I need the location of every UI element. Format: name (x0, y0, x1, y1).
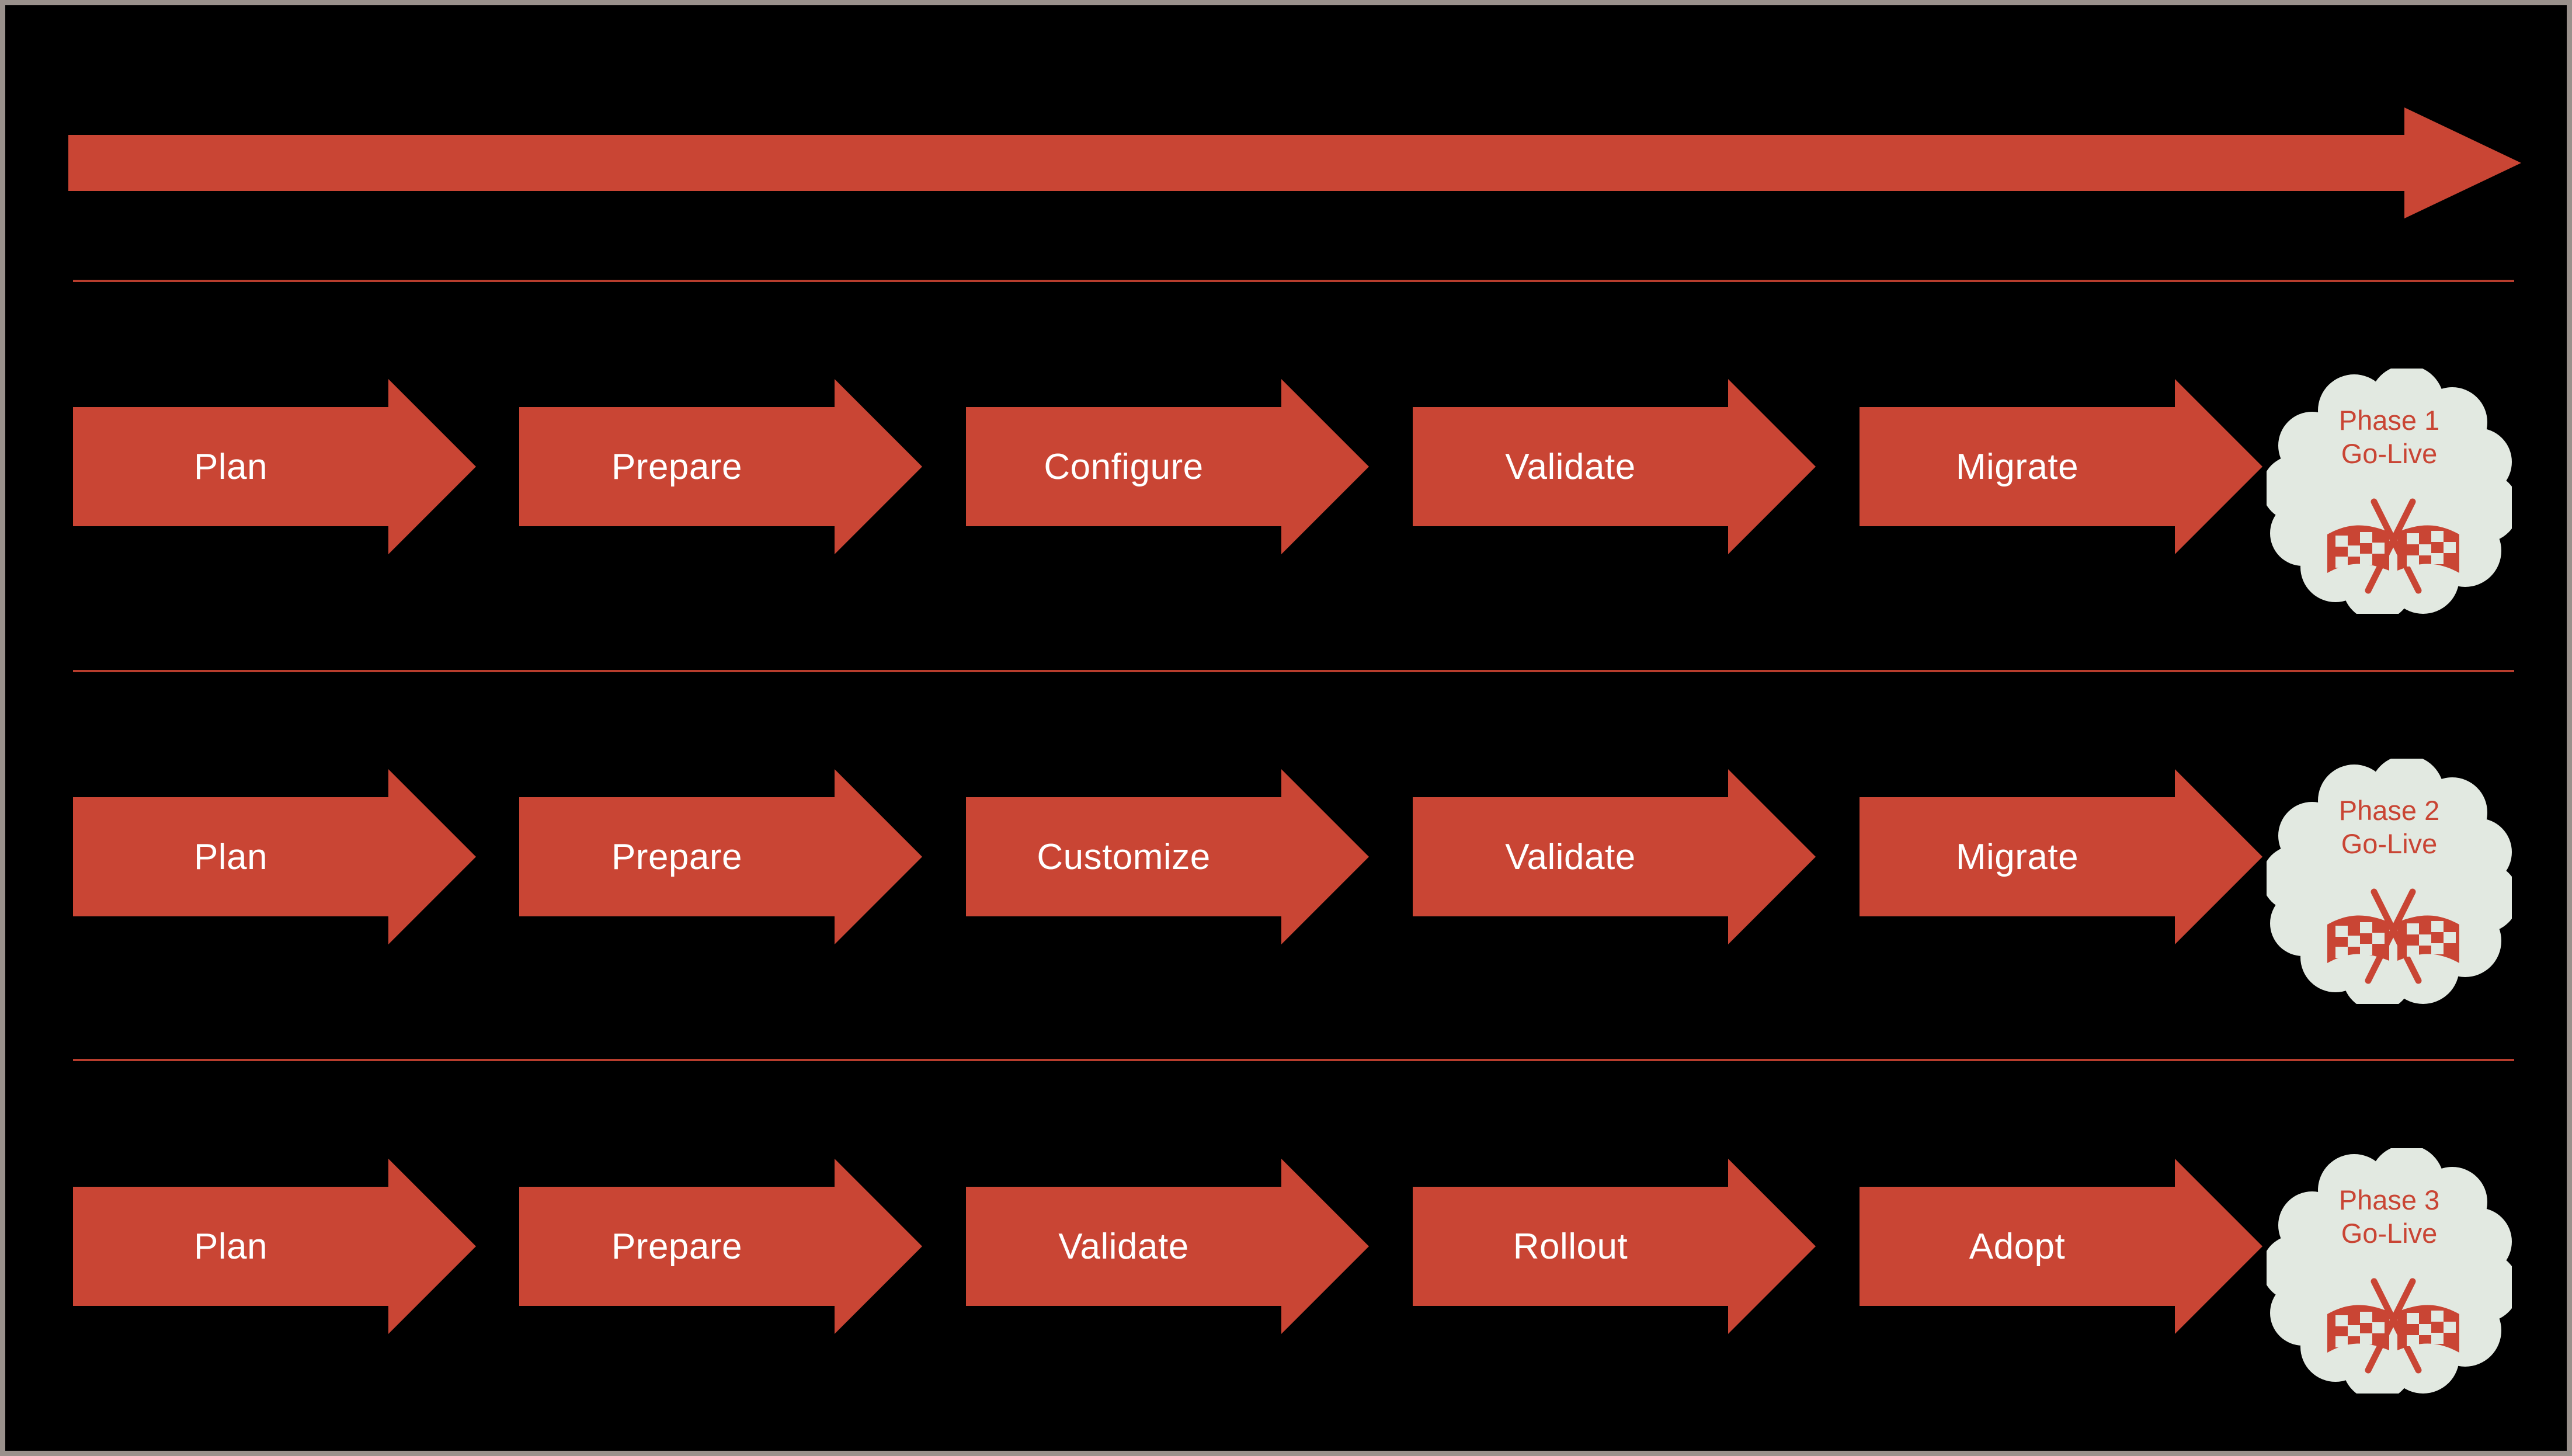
phase-row-phase-3: Plan Prepare Validate Rollout Adopt (5, 1148, 2567, 1394)
milestone-line-1: Phase 1 (2338, 405, 2440, 436)
checkered-flags-icon (2320, 496, 2466, 595)
phase-row-phase-1: Plan Prepare Configure Validate Migrate (5, 369, 2567, 614)
milestone-line-2: Go-Live (2341, 438, 2438, 470)
milestone-text: Phase 3 Go-Live (2267, 1183, 2512, 1250)
milestone-line-2: Go-Live (2341, 828, 2438, 860)
separator-line-3 (73, 1059, 2514, 1061)
step-arrow-1-5[interactable]: Migrate (1860, 379, 2262, 554)
phase-row-phase-2: Plan Prepare Customize Validate Migrate (5, 759, 2567, 1004)
step-arrow-2-5[interactable]: Migrate (1860, 769, 2262, 944)
overall-timeline-arrow (68, 107, 2521, 218)
step-arrow-1-3[interactable]: Configure (966, 379, 1369, 554)
milestone-text: Phase 2 Go-Live (2267, 794, 2512, 861)
milestone-badge-phase-3[interactable]: Phase 3 Go-Live (2267, 1148, 2512, 1394)
checkered-flags-icon (2320, 1276, 2466, 1375)
step-arrow-3-5[interactable]: Adopt (1860, 1159, 2262, 1334)
step-arrow-1-1[interactable]: Plan (73, 379, 476, 554)
milestone-line-1: Phase 3 (2338, 1184, 2440, 1215)
milestone-badge-phase-2[interactable]: Phase 2 Go-Live (2267, 759, 2512, 1004)
step-arrow-2-2[interactable]: Prepare (519, 769, 922, 944)
separator-line-1 (73, 280, 2514, 282)
step-arrow-1-4[interactable]: Validate (1413, 379, 1816, 554)
milestone-line-2: Go-Live (2341, 1218, 2438, 1249)
step-arrow-2-4[interactable]: Validate (1413, 769, 1816, 944)
milestone-badge-phase-1[interactable]: Phase 1 Go-Live (2267, 369, 2512, 614)
step-arrow-3-4[interactable]: Rollout (1413, 1159, 1816, 1334)
step-arrow-2-1[interactable]: Plan (73, 769, 476, 944)
milestone-text: Phase 1 Go-Live (2267, 404, 2512, 471)
step-arrow-3-3[interactable]: Validate (966, 1159, 1369, 1334)
step-arrow-2-3[interactable]: Customize (966, 769, 1369, 944)
step-arrow-1-2[interactable]: Prepare (519, 379, 922, 554)
step-arrow-3-1[interactable]: Plan (73, 1159, 476, 1334)
step-arrow-3-2[interactable]: Prepare (519, 1159, 922, 1334)
checkered-flags-icon (2320, 886, 2466, 985)
milestone-line-1: Phase 2 (2338, 795, 2440, 826)
separator-line-2 (73, 670, 2514, 672)
